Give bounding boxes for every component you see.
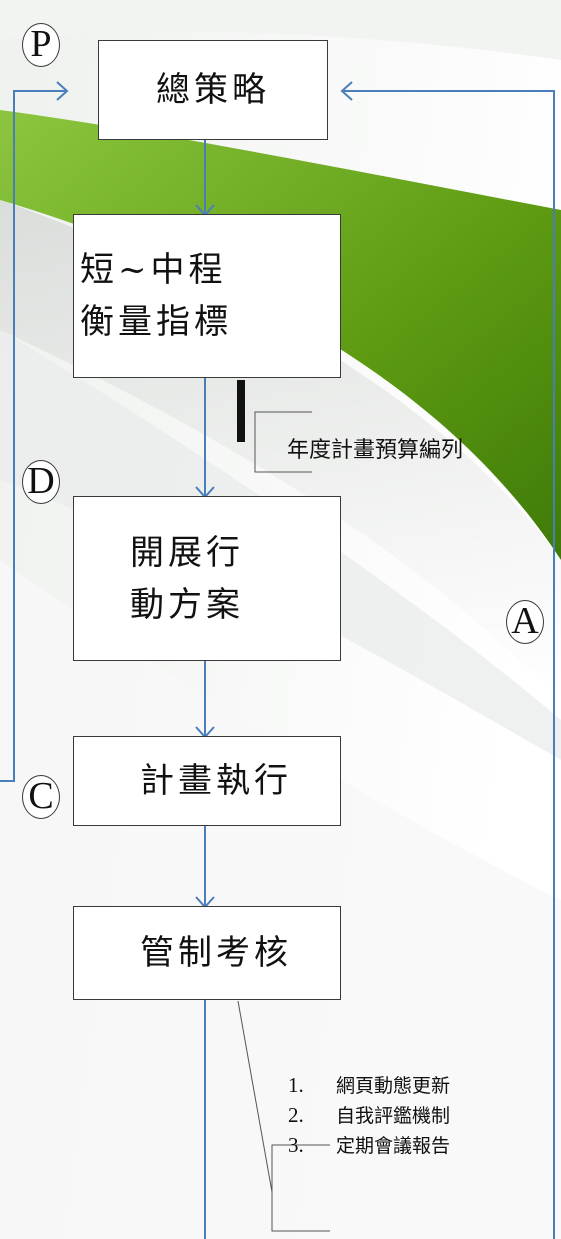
node-action-plan-line-1: 開展行 (130, 532, 244, 573)
node-indicators-line-2: 衡量指標 (80, 302, 232, 342)
node-indicators-line-1: 短~中程 (80, 250, 227, 290)
phase-d-circle: D (22, 460, 60, 504)
node-action-plan-line-2: 動方案 (130, 584, 244, 625)
node-execution-line-1: 計畫執行 (140, 761, 292, 801)
node-control-line-1: 管制考核 (140, 933, 292, 973)
budget-bracket (254, 411, 312, 473)
node-strategy: 總策略 (98, 40, 328, 140)
node-execution: 計畫執行 (73, 736, 341, 826)
phase-a-circle: A (506, 600, 544, 644)
control-item-3-text: 定期會議報告 (336, 1135, 451, 1157)
feedback-loop-left (0, 90, 67, 782)
budget-annotation: 年度計畫預算編列 (287, 438, 464, 463)
control-item-3-number: 3. (288, 1133, 304, 1157)
control-item-2-number: 2. (288, 1103, 304, 1127)
control-item-1: 1. 網頁動態更新 (288, 1071, 450, 1098)
feedback-loop-right (342, 90, 555, 1239)
node-control: 管制考核 (73, 906, 341, 1000)
phase-c-circle: C (22, 775, 60, 819)
control-item-1-number: 1. (288, 1073, 304, 1097)
node-strategy-line-1: 總策略 (156, 70, 270, 110)
control-items-bracket (271, 1144, 330, 1232)
budget-marker-bar (237, 380, 245, 442)
control-item-1-text: 網頁動態更新 (336, 1075, 451, 1097)
control-item-2-text: 自我評鑑機制 (336, 1105, 451, 1127)
control-item-3: 3. 定期會議報告 (288, 1131, 450, 1158)
phase-p-circle: P (22, 23, 60, 67)
node-indicators: 短~中程 衡量指標 (73, 214, 341, 378)
node-action-plan: 開展行 動方案 (73, 496, 341, 661)
control-item-2: 2. 自我評鑑機制 (288, 1101, 450, 1128)
